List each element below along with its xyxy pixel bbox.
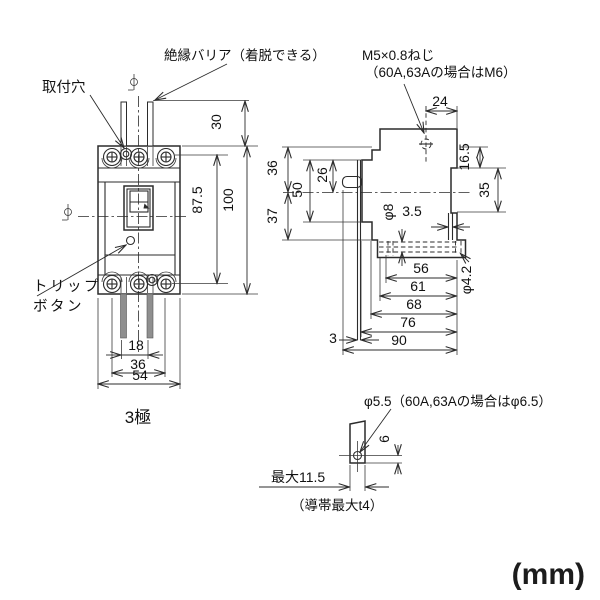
- dim-height: 100: [220, 188, 236, 212]
- callouts: 取付穴 絶縁バリア（着脱できる） M5×0.8ねじ （60A,63Aの場合はM6…: [33, 47, 517, 315]
- breaker-body-side: [361, 128, 467, 259]
- label-mounting-hole: 取付穴: [42, 79, 86, 96]
- m5-screw-hole: [419, 106, 433, 162]
- dim-side-36: 36: [264, 160, 280, 176]
- dim-61: 61: [410, 278, 426, 294]
- label-conductor-note: （導帯最大t4）: [291, 498, 383, 513]
- front-view: 30 87.5 100 18 36 54 3極: [62, 74, 258, 427]
- dim-phi8: φ8: [380, 203, 396, 220]
- insulation-barrier-bottom: [120, 277, 154, 339]
- screw-icon: [156, 274, 176, 294]
- breaker-body-front: [97, 145, 181, 295]
- label-screw-spec-note: （60A,63Aの場合はM6）: [365, 65, 517, 80]
- label-screw-spec: M5×0.8ねじ: [362, 48, 434, 63]
- label-insulation-barrier: 絶縁バリア（着脱できる）: [164, 47, 326, 63]
- dim-outer-pole-pitch: 36: [130, 356, 146, 372]
- dim-56: 56: [413, 260, 429, 276]
- handle-side: [341, 175, 363, 189]
- dim-top-24: 24: [432, 93, 448, 109]
- label-hole-spec: φ5.5（60A,63Aの場合はφ6.5）: [364, 394, 552, 409]
- terminal-screws-bottom: [101, 271, 177, 294]
- side-view: 24 36 37 50 26 16.5 35 φ8 3.5 φ4.2 56 61…: [264, 93, 506, 355]
- poles-label: 3極: [125, 408, 151, 427]
- label-trip-button-2: ボタン: [33, 298, 84, 315]
- label-max-width: 最大11.5: [271, 469, 325, 485]
- dim-screw-pitch: 87.5: [189, 186, 205, 213]
- screw-icon: [102, 147, 122, 167]
- trip-button: [125, 235, 136, 246]
- dim-side-35: 35: [476, 182, 492, 198]
- dim-barrier-thickness: 3: [329, 330, 337, 346]
- handle-direction-arrow: [143, 203, 150, 209]
- centerline-symbol: [128, 74, 138, 91]
- centerline-symbol: [62, 204, 72, 221]
- screw-icon: [129, 274, 149, 294]
- dim-3-5: 3.5: [402, 203, 422, 219]
- label-trip-button-1: トリップ: [33, 278, 101, 295]
- terminal-screws-top: [101, 147, 177, 169]
- dim-phi42: φ4.2: [458, 266, 474, 295]
- dim-pole-pitch: 18: [128, 337, 144, 353]
- screw-icon: [102, 274, 122, 294]
- dim-width: 54: [132, 367, 148, 383]
- dim-side-50: 50: [289, 182, 305, 198]
- dim-76: 76: [400, 314, 416, 330]
- dim-side-26: 26: [314, 167, 330, 183]
- insulation-barrier-side: [356, 160, 362, 340]
- dim-90: 90: [391, 332, 407, 348]
- terminal-hidden-lines: [379, 241, 462, 256]
- dim-side-16-5: 16.5: [456, 143, 472, 170]
- dim-hole-offset-6: 6: [376, 435, 392, 443]
- dim-68: 68: [406, 296, 422, 312]
- screw-icon: [129, 147, 149, 167]
- unit-note: (mm): [512, 558, 585, 591]
- detail-view: 6 φ5.5（60A,63Aの場合はφ6.5） 最大11.5 （導帯最大t4）: [259, 394, 552, 513]
- mounting-hole: [145, 273, 159, 287]
- dim-barrier-height: 30: [208, 114, 224, 130]
- mounting-hole: [119, 147, 133, 161]
- dim-side-37: 37: [264, 208, 280, 224]
- screw-icon: [156, 147, 176, 167]
